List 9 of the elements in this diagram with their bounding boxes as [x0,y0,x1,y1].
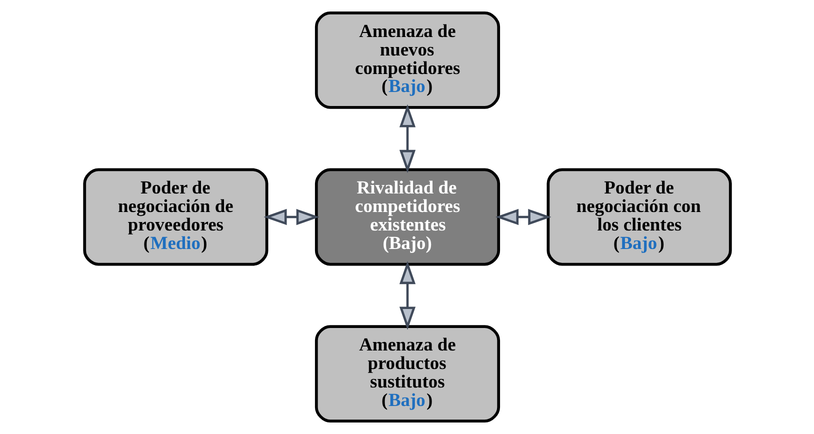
node-box: Poder de negociación de proveedores (Medio) [82,168,268,266]
arrow [494,208,551,226]
arrow [398,104,416,173]
arrow [263,208,319,226]
arrow [398,261,416,330]
node-box: Amenaza de nuevos competidores (Bajo) [314,11,500,109]
node-box: Rivalidad de competidores existentes (Bajo) [314,168,500,266]
node-box: Amenaza de productos sustitutos (Bajo) [314,325,500,423]
node-box: Poder de negociación con los clientes (Bajo) [546,168,732,266]
